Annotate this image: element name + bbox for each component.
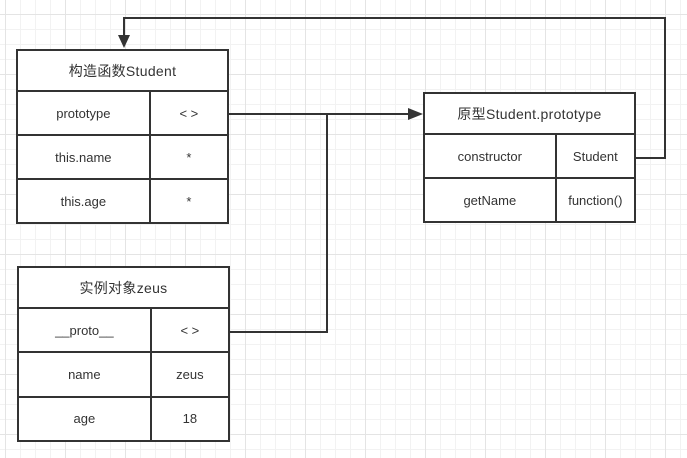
property-key: age [19,397,152,440]
table-row: age 18 [19,397,228,440]
property-value: < > [179,105,199,121]
property-key: name [19,353,152,396]
arrowhead-down-icon [118,35,130,48]
property-value: * [186,149,192,165]
prototype-box-title: 原型Student.prototype [425,94,634,135]
property-key: prototype [18,92,151,134]
arrowhead-right-icon [408,108,423,120]
property-value: zeus [176,366,204,382]
table-row: this.name * [18,136,227,180]
constructor-function-box: 构造函数Student prototype < > this.name * th… [16,49,229,224]
table-row: getName function() [425,179,634,221]
table-row: constructor Student [425,135,634,179]
table-row: name zeus [19,353,228,398]
instance-object-box: 实例对象zeus __proto__ < > name zeus age 18 [17,266,230,442]
property-key: getName [425,179,557,221]
property-key: this.name [18,136,151,178]
property-value: function() [568,192,623,208]
property-key: __proto__ [19,309,152,352]
constructor-box-title: 构造函数Student [18,51,227,92]
prototype-object-box: 原型Student.prototype constructor Student … [423,92,636,223]
table-row: prototype < > [18,92,227,136]
property-value: * [186,193,192,209]
property-value: Student [572,148,618,164]
property-value: 18 [182,411,198,427]
table-row: __proto__ < > [19,309,228,354]
table-row: this.age * [18,180,227,222]
arrow-instance-proto-to-prototype-object [229,114,328,333]
property-key: this.age [18,180,151,222]
instance-box-title: 实例对象zeus [19,268,228,309]
property-key: constructor [425,135,557,177]
property-value: < > [180,322,200,338]
